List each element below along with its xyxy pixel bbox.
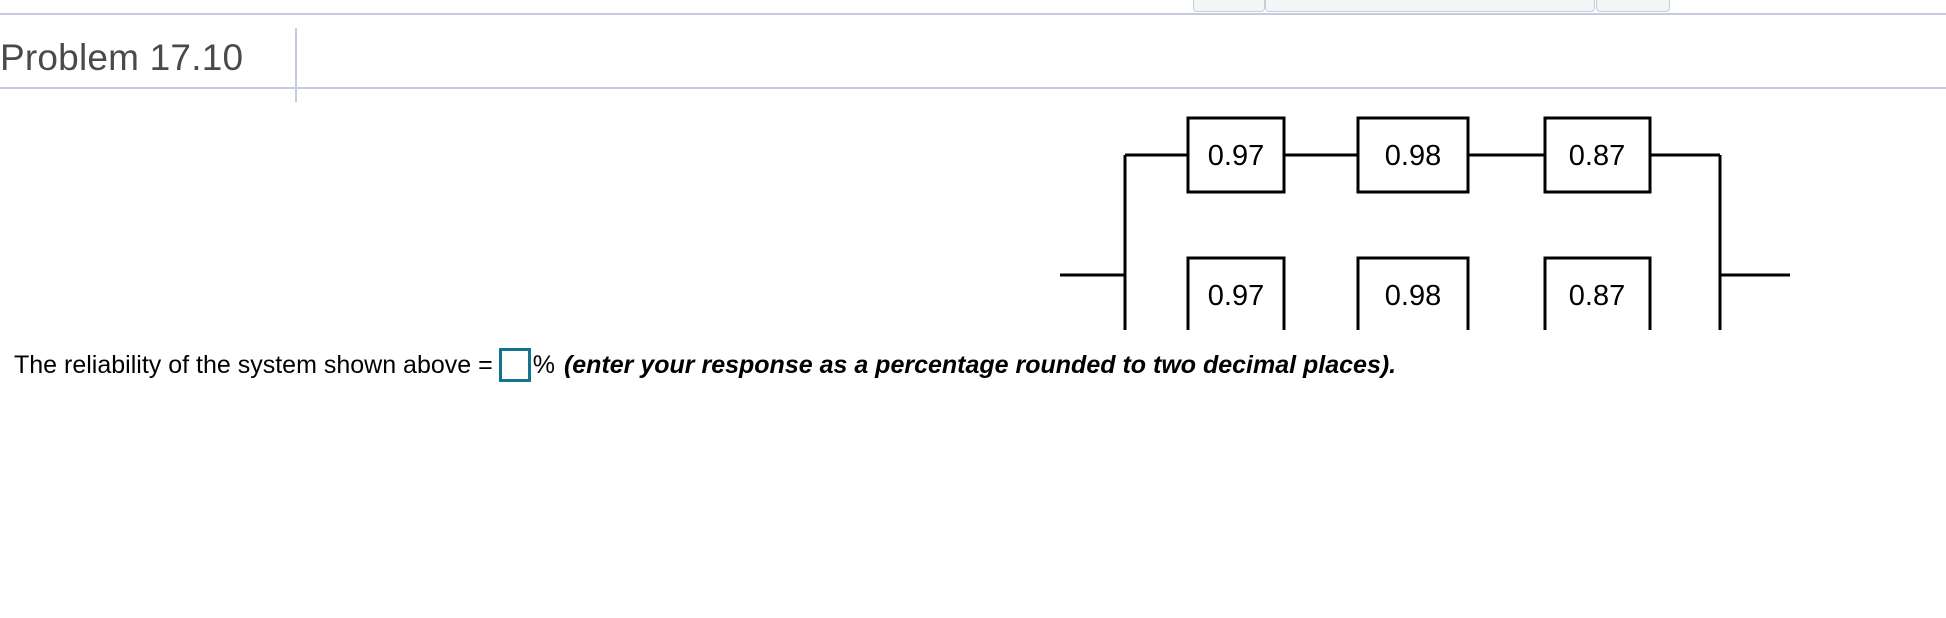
block-bottom-1-label: 0.97 xyxy=(1208,280,1264,312)
block-bottom-2-label: 0.98 xyxy=(1385,280,1441,312)
answer-hint-text: (enter your response as a percentage rou… xyxy=(563,350,1397,379)
block-top-3-label: 0.87 xyxy=(1569,140,1625,172)
toolbar-chip-center[interactable] xyxy=(1265,0,1595,12)
reliability-answer-input[interactable] xyxy=(498,348,531,382)
block-bottom-3: 0.87 xyxy=(1543,256,1652,330)
block-top-1-label: 0.97 xyxy=(1208,140,1264,172)
block-bottom-1: 0.97 xyxy=(1186,256,1286,330)
toolbar-strip xyxy=(0,0,1946,13)
toolbar-chip-right[interactable] xyxy=(1596,0,1670,12)
header-divider xyxy=(295,28,297,102)
reliability-block-diagram: 0.97 0.98 0.87 0.97 0.98 0.87 xyxy=(1040,100,1840,330)
block-top-3: 0.87 xyxy=(1543,116,1652,194)
header-bar: Problem 17.10 xyxy=(0,13,1946,102)
page-title: Problem 17.10 xyxy=(0,37,244,78)
block-top-1: 0.97 xyxy=(1186,116,1286,194)
block-bottom-2: 0.98 xyxy=(1356,256,1470,330)
toolbar-chip-left[interactable] xyxy=(1193,0,1265,12)
answer-line: The reliability of the system shown abov… xyxy=(14,348,1396,382)
block-top-2: 0.98 xyxy=(1356,116,1470,194)
answer-prompt-label: The reliability of the system shown abov… xyxy=(14,350,493,379)
block-top-2-label: 0.98 xyxy=(1385,140,1441,172)
percent-unit-label: % xyxy=(532,350,555,379)
block-bottom-3-label: 0.87 xyxy=(1569,280,1625,312)
